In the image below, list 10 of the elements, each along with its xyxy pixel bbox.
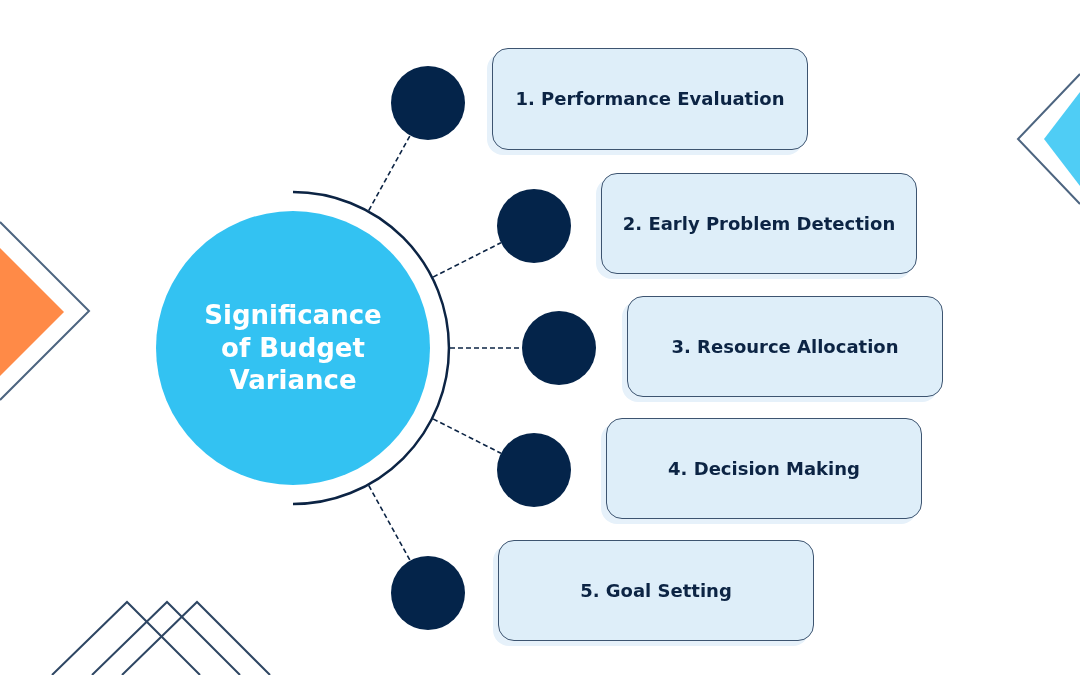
topic-title: Significance of Budget Variance — [203, 299, 383, 397]
dashed-connector — [432, 241, 502, 278]
item-label: 3. Resource Allocation — [671, 334, 899, 359]
item-label: 1. Performance Evaluation — [515, 87, 785, 111]
item-label: 2. Early Problem Detection — [622, 211, 896, 236]
dashed-connector — [367, 134, 411, 212]
item-label: 5. Goal Setting — [580, 578, 732, 603]
dashed-connector — [367, 484, 411, 562]
item-label: 4. Decision Making — [668, 456, 860, 481]
dashed-connector — [432, 418, 502, 455]
